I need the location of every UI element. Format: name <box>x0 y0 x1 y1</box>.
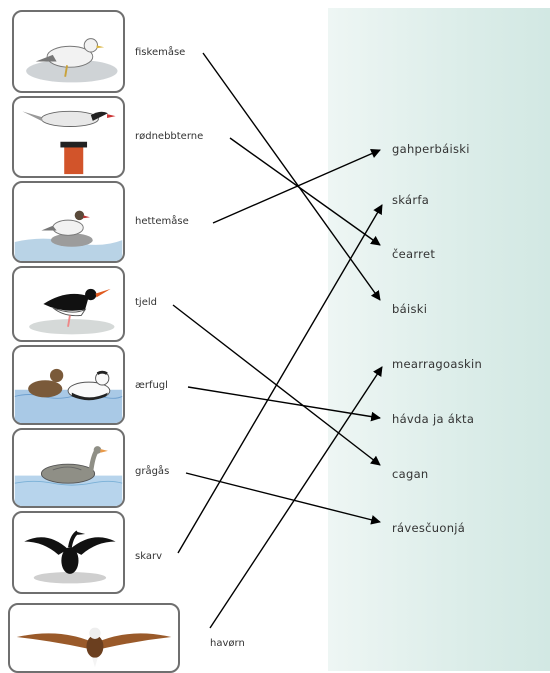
bird-label-havorn: havørn <box>210 638 245 649</box>
target-label-mearragoaskin: mearragoaskin <box>392 357 482 371</box>
gull-icon <box>14 183 123 261</box>
bird-label-aerfugl: ærfugl <box>135 380 168 391</box>
bird-card-hettemase <box>12 181 125 263</box>
bird-label-fiskemase: fiskemåse <box>135 47 185 58</box>
goose-icon <box>14 430 123 506</box>
target-label-cagan: cagan <box>392 467 429 481</box>
gull-icon <box>14 12 123 91</box>
answer-panel-background <box>328 8 550 671</box>
bird-card-gragas <box>12 428 125 508</box>
bird-card-rodnebbterne <box>12 96 125 178</box>
bird-label-tjeld: tjeld <box>135 297 157 308</box>
bird-card-fiskemase <box>12 10 125 93</box>
oystercatcher-icon <box>14 268 123 340</box>
bird-label-hettemase: hettemåse <box>135 216 189 227</box>
target-label-gahperbaiski: gahperbáiski <box>392 142 470 156</box>
eider-icon <box>14 347 123 423</box>
target-label-baiski: báiski <box>392 302 427 316</box>
bird-label-gragas: grågås <box>135 466 169 477</box>
bird-card-skarv <box>12 511 125 594</box>
target-label-cearret: čearret <box>392 247 435 261</box>
bird-card-havorn <box>8 603 180 673</box>
bird-card-tjeld <box>12 266 125 342</box>
target-label-ravescuonja: rávesčuonjá <box>392 521 465 535</box>
target-label-skarfa: skárfa <box>392 193 429 207</box>
bird-label-skarv: skarv <box>135 551 162 562</box>
bird-label-rodnebbterne: rødnebbterne <box>135 131 203 142</box>
target-label-havda-ja-akta: hávda ja ákta <box>392 412 474 426</box>
tern-icon <box>14 98 123 176</box>
bird-card-aerfugl <box>12 345 125 425</box>
cormorant-icon <box>14 513 123 592</box>
eagle-icon <box>10 605 178 671</box>
